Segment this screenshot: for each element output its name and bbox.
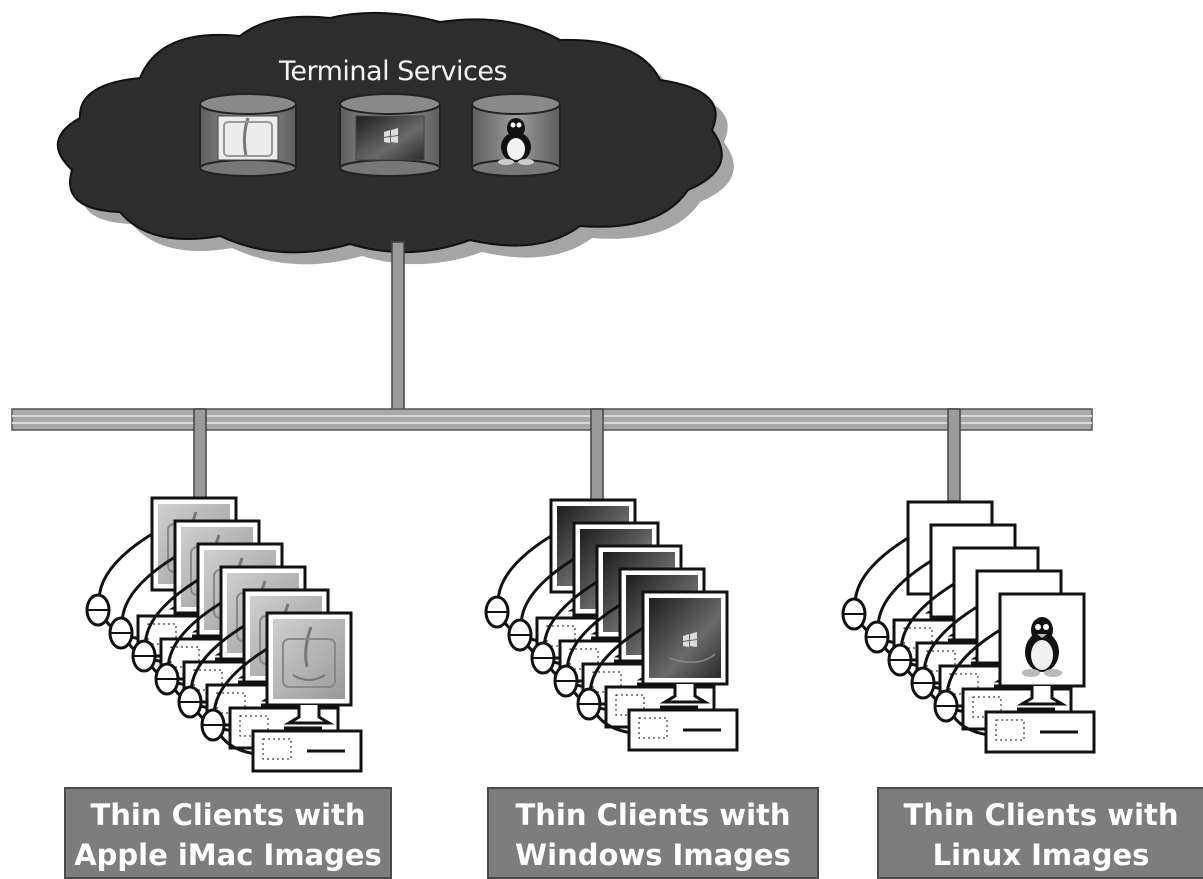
linux-screen-icon — [1006, 600, 1078, 680]
group-label-line2: Linux Images — [932, 838, 1150, 872]
group-label-line1: Thin Clients with — [90, 798, 366, 832]
drop-windows — [590, 408, 604, 502]
group-label-apple: Thin Clients with Apple iMac Images — [64, 787, 392, 879]
network-bus — [11, 408, 1093, 431]
group-label-line1: Thin Clients with — [903, 798, 1179, 832]
group-label-line2: Apple iMac Images — [74, 838, 382, 872]
linux-tux-icon — [471, 93, 561, 177]
client-stack-windows — [484, 498, 739, 752]
group-label-windows: Thin Clients with Windows Images — [487, 787, 819, 879]
client-stack-apple — [85, 496, 363, 773]
apple-finder-icon — [199, 93, 297, 177]
apple-screen-icon — [271, 617, 347, 701]
cloud-uplink — [391, 241, 405, 411]
group-label-line1: Thin Clients with — [515, 798, 791, 832]
os-image-drums — [199, 93, 561, 177]
cloud-title: Terminal Services — [278, 56, 508, 87]
group-label-line2: Windows Images — [515, 838, 791, 872]
group-label-linux: Thin Clients with Linux Images — [877, 787, 1203, 879]
windows-icon — [339, 93, 441, 177]
drop-apple — [193, 408, 207, 502]
windows-screen-icon — [648, 597, 722, 679]
client-stack-linux — [841, 500, 1096, 754]
drop-linux — [947, 408, 961, 502]
